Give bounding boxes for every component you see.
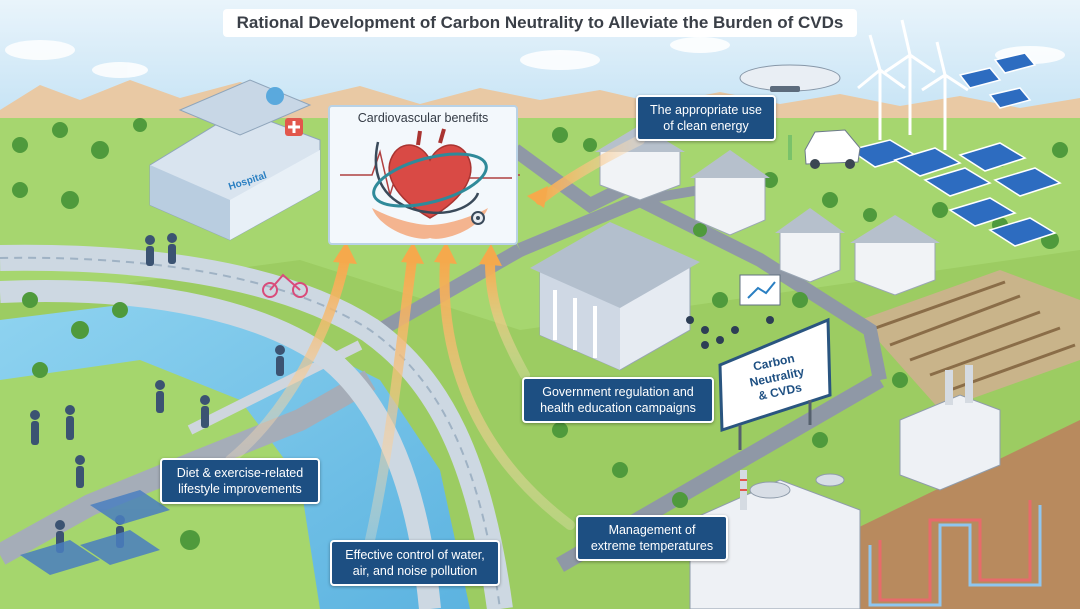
arrow-temperature bbox=[439, 255, 575, 530]
title-bar: Rational Development of Carbon Neutralit… bbox=[0, 0, 1080, 46]
callout-diet-exercise: Diet & exercise-related lifestyle improv… bbox=[160, 458, 320, 504]
elevated-highway-lower bbox=[0, 279, 441, 609]
arrow-clean-energy bbox=[535, 135, 645, 205]
wind-turbine-icon bbox=[857, 19, 969, 150]
cardiovascular-benefits-title: Cardiovascular benefits bbox=[357, 111, 489, 125]
callout-pollution: Effective control of water, air, and noi… bbox=[330, 540, 500, 586]
cyclist-icon bbox=[262, 273, 308, 298]
exercise-mats bbox=[20, 490, 170, 575]
page-title: Rational Development of Carbon Neutralit… bbox=[222, 9, 858, 37]
government-building bbox=[530, 222, 700, 371]
benefit-arrows bbox=[225, 135, 645, 545]
airship-icon bbox=[739, 64, 841, 92]
solar-panel-icon bbox=[848, 52, 1062, 247]
arrow-diet bbox=[225, 255, 350, 465]
arrow-government bbox=[485, 257, 530, 380]
trees bbox=[12, 118, 1068, 550]
factory-icon bbox=[689, 365, 1001, 609]
arrow-heads bbox=[333, 186, 548, 266]
hospital-icon bbox=[149, 79, 321, 241]
geothermal-pipes bbox=[868, 500, 1042, 607]
campaign-audience bbox=[686, 274, 781, 349]
electric-car-icon bbox=[788, 129, 861, 169]
clouds bbox=[5, 37, 1065, 78]
carbon-neutrality-sign bbox=[718, 317, 832, 450]
callout-government: Government regulation and health educati… bbox=[522, 377, 714, 423]
callout-clean-energy: The appropriate use of clean energy bbox=[636, 95, 776, 141]
cardiovascular-benefits-box: Cardiovascular benefits bbox=[328, 105, 518, 245]
arrow-pollution bbox=[365, 255, 417, 545]
callout-temperature: Management of extreme temperatures bbox=[576, 515, 728, 561]
